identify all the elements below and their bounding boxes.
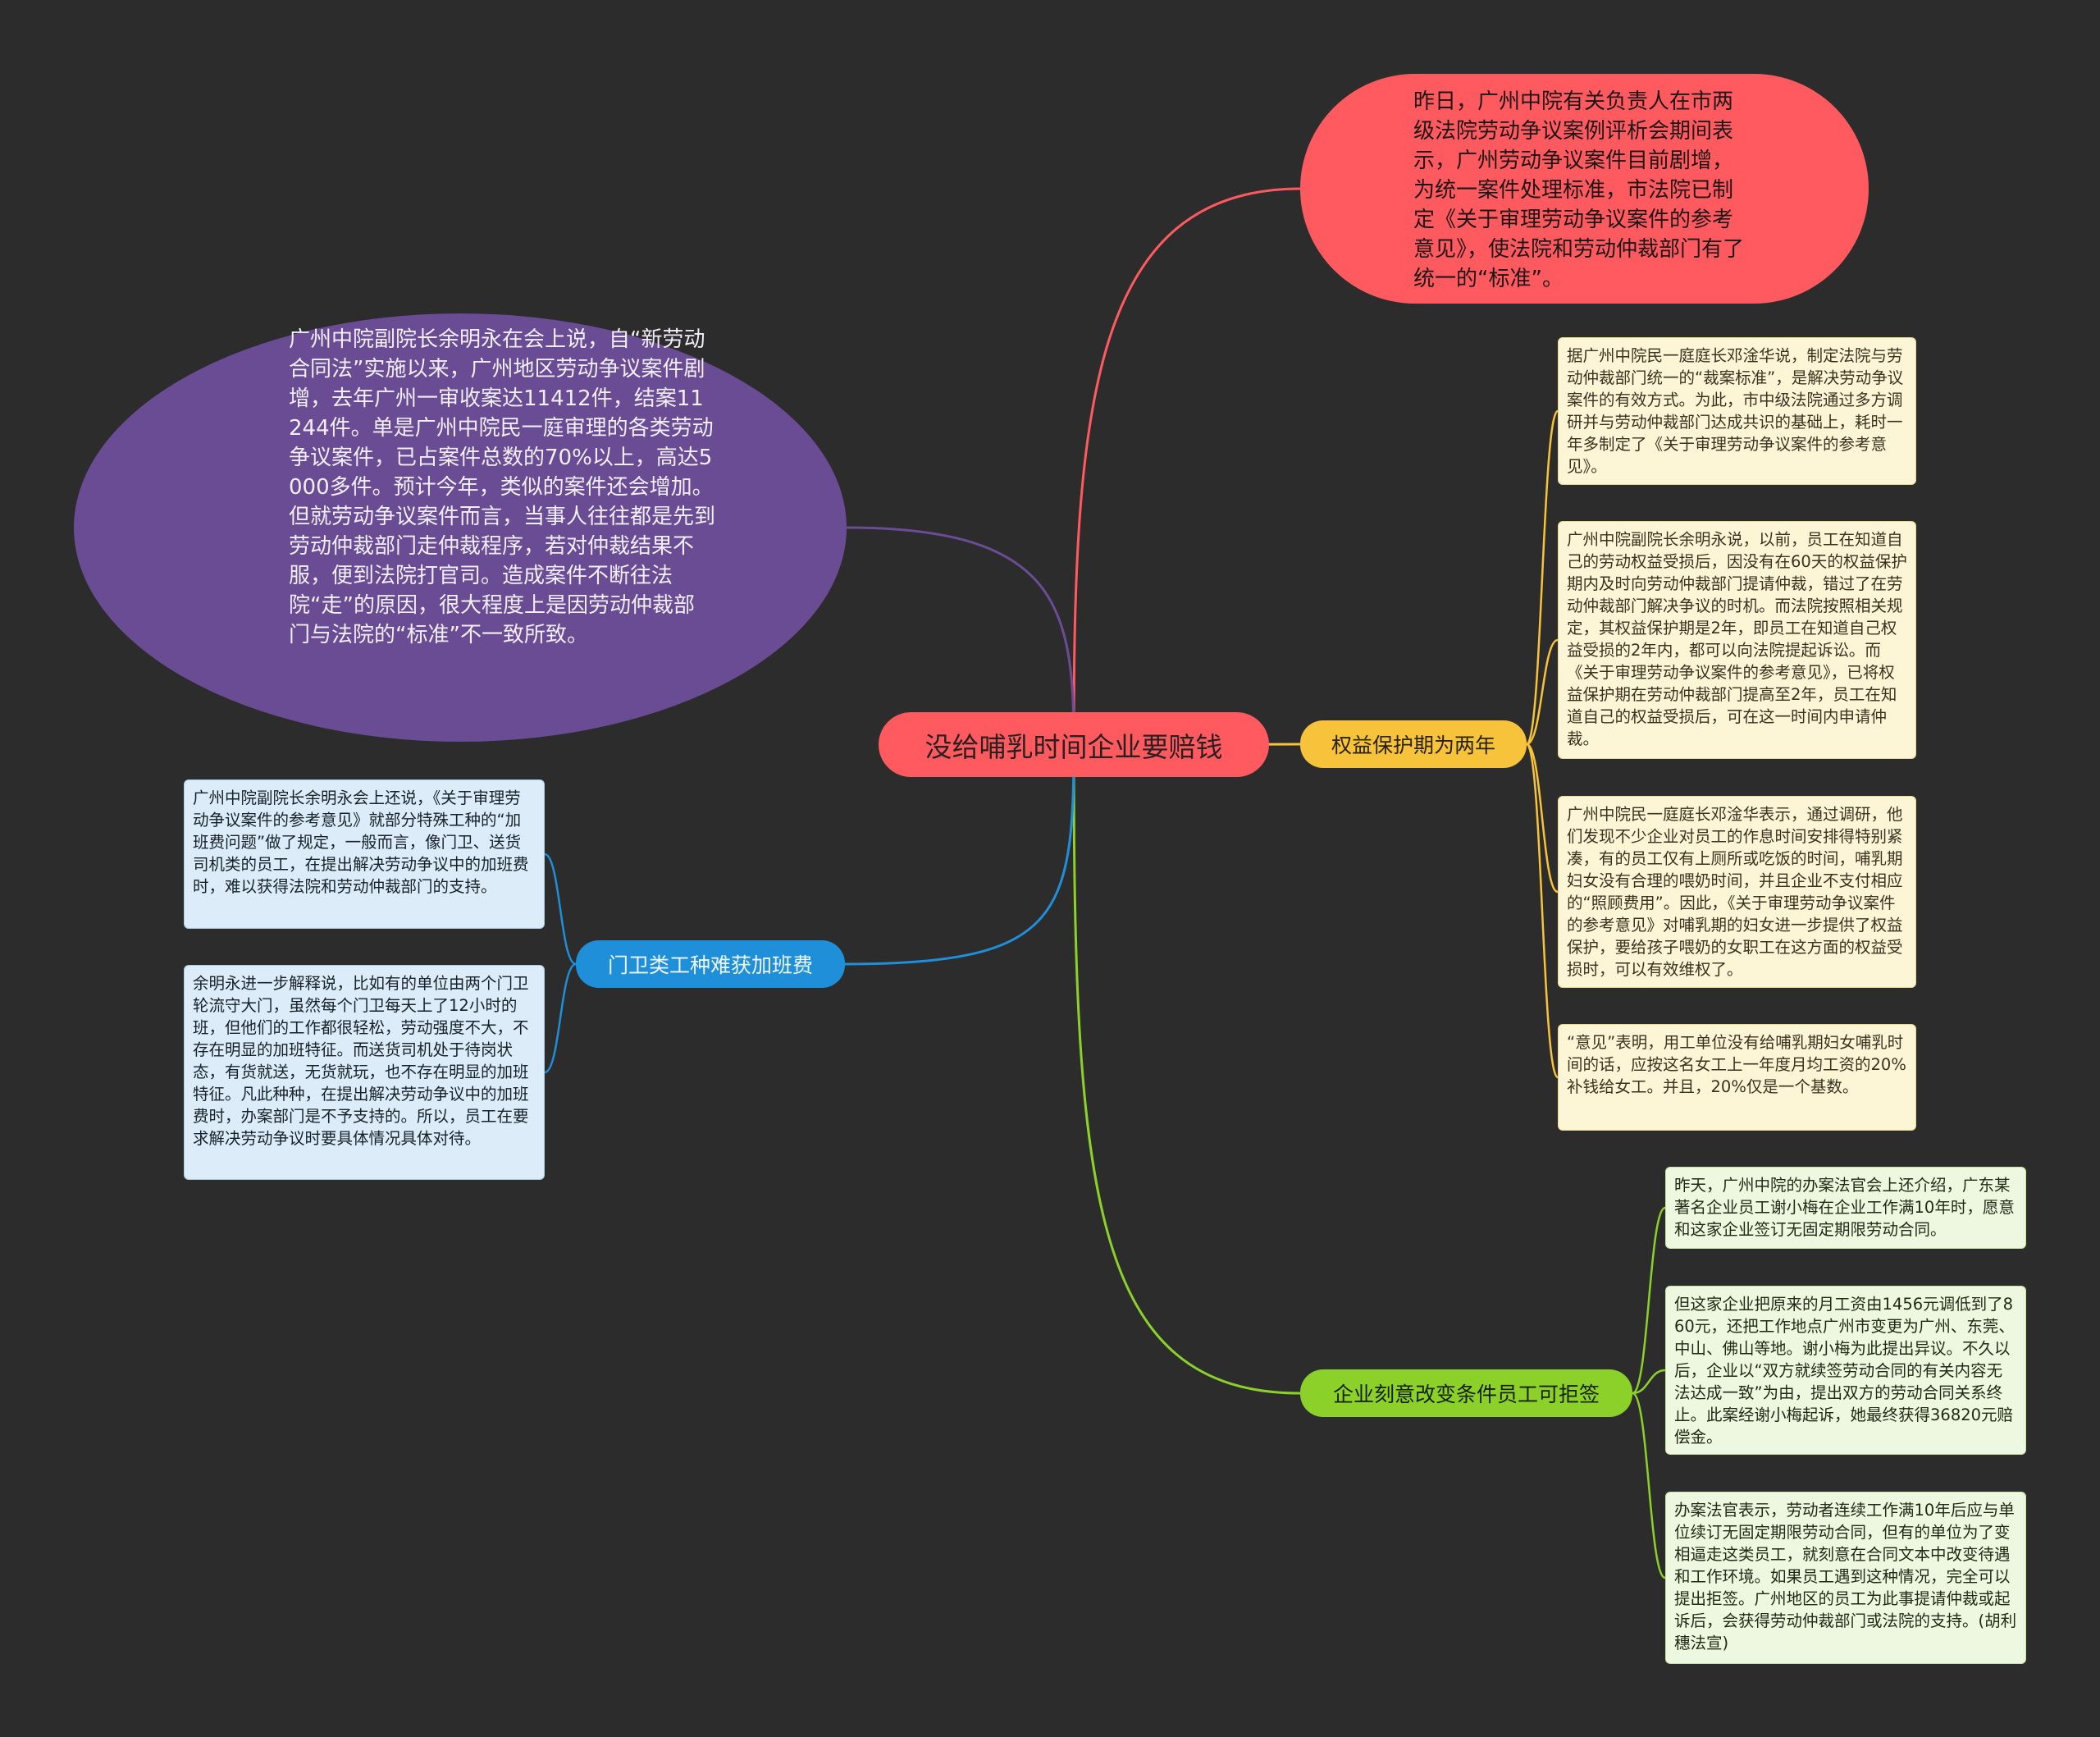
rights-item-1: 据广州中院民一庭庭长邓淦华说，制定法院与劳动仲裁部门统一的“裁案标准”，是解决劳… bbox=[1558, 337, 1916, 485]
link-rights-r2 bbox=[1526, 638, 1559, 746]
link-change-c1 bbox=[1632, 1206, 1666, 1395]
branch-guard[interactable]: 门卫类工种难获加班费 bbox=[576, 940, 845, 988]
purple-note: 广州中院副院长余明永在会上说，自“新劳动合同法”实施以来，广州地区劳动争议案件剧… bbox=[74, 313, 847, 742]
link-guard-g2 bbox=[544, 962, 577, 1074]
guard-item-2: 余明永进一步解释说，比如有的单位由两个门卫轮流守大门，虽然每个门卫每天上了12小… bbox=[184, 965, 545, 1180]
branch-guard-label: 门卫类工种难获加班费 bbox=[607, 953, 813, 977]
change-item-3: 办案法官表示，劳动者连续工作满10年后应与单位续订无固定期限劳动合同，但有的单位… bbox=[1665, 1492, 2026, 1664]
rights-item-2: 广州中院副院长余明永说，以前，员工在知道自己的劳动权益受损后，因没有在60天的权… bbox=[1558, 521, 1916, 759]
change-item-2: 但这家企业把原来的月工资由1456元调低到了860元，还把工作地点广州市变更为广… bbox=[1665, 1286, 2026, 1455]
red-note: 昨日，广州中院有关负责人在市两级法院劳动争议案例评析会期间表示，广州劳动争议案件… bbox=[1300, 74, 1869, 304]
link-rights-r3 bbox=[1526, 743, 1559, 894]
link-change-c3 bbox=[1632, 1392, 1666, 1579]
branch-rights-label: 权益保护期为两年 bbox=[1331, 734, 1495, 757]
link-root-change bbox=[1072, 744, 1301, 1395]
central-topic-label: 没给哺乳时间企业要赔钱 bbox=[924, 730, 1223, 763]
link-change-c2 bbox=[1632, 1369, 1666, 1395]
branch-rights[interactable]: 权益保护期为两年 bbox=[1300, 720, 1527, 768]
link-rights-r4 bbox=[1525, 743, 1559, 1079]
link-root-red-note bbox=[1072, 187, 1301, 746]
link-root-purple-note bbox=[846, 526, 1075, 746]
link-root-guard bbox=[844, 744, 1075, 966]
branch-change[interactable]: 企业刻意改变条件员工可拒签 bbox=[1300, 1369, 1632, 1417]
change-item-1: 昨天，广州中院的办案法官会上还介绍，广东某著名企业员工谢小梅在企业工作满10年时… bbox=[1665, 1167, 2026, 1249]
link-rights-r1 bbox=[1525, 409, 1559, 746]
guard-item-1: 广州中院副院长余明永会上还说，《关于审理劳动争议案件的参考意见》就部分特殊工种的… bbox=[184, 779, 545, 929]
central-topic[interactable]: 没给哺乳时间企业要赔钱 bbox=[879, 712, 1269, 777]
link-guard-g1 bbox=[544, 853, 577, 966]
rights-item-3: 广州中院民一庭庭长邓淦华表示，通过调研，他们发现不少企业对员工的作息时间安排得特… bbox=[1558, 796, 1916, 988]
branch-change-label: 企业刻意改变条件员工可拒签 bbox=[1332, 1383, 1600, 1406]
rights-item-4: “意见”表明，用工单位没有给哺乳期妇女哺乳时间的话，应按这名女工上一年度月均工资… bbox=[1558, 1024, 1916, 1131]
